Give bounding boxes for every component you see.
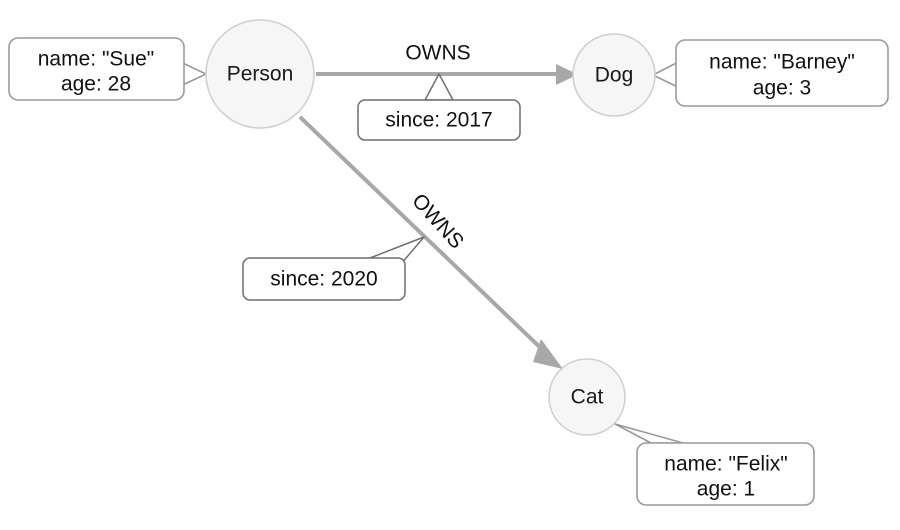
property-box-dog[interactable]: name: "Barney" age: 3 [652,39,889,107]
callout-text-2017: since: 2017 [385,109,492,132]
property-cat-age: age: 1 [697,478,755,501]
node-label-person: Person [227,63,294,86]
node-person[interactable]: Person [205,19,315,129]
callout-since-2020[interactable]: since: 2020 [242,236,425,301]
relationship-owns-dog[interactable]: OWNS [316,42,578,85]
node-label-cat: Cat [571,386,604,409]
callout-text-2020: since: 2020 [270,268,377,291]
callout-since-2017[interactable]: since: 2017 [357,73,521,141]
edge-line-person-cat [298,115,550,357]
node-circle-person [205,19,315,129]
property-box-person[interactable]: name: "Sue" age: 28 [8,37,207,101]
node-dog[interactable]: Dog [572,33,656,117]
node-cat[interactable]: Cat [548,358,626,436]
callout-box-2017 [357,99,521,141]
relationship-owns-cat[interactable]: OWNS [298,115,563,369]
arrowhead-person-dog [556,64,578,85]
node-circle-cat [548,358,626,436]
property-box-cat[interactable]: name: "Felix" age: 1 [614,423,815,506]
callout-box-2020 [242,257,406,301]
callout-tail-2017 [424,73,454,101]
property-dog-name: name: "Barney" [709,51,855,74]
node-circle-dog [572,33,656,117]
property-cat-name: name: "Felix" [664,453,787,476]
property-person-name: name: "Sue" [38,48,154,71]
property-dog-age: age: 3 [753,77,811,100]
property-rect-person [8,37,185,101]
property-person-age: age: 28 [61,73,131,96]
property-tail-cat [614,423,684,444]
arrowhead-person-cat [533,339,563,369]
node-label-dog: Dog [595,64,634,87]
property-rect-dog [675,39,889,107]
edge-label-owns-dog: OWNS [405,42,470,65]
property-rect-cat [636,442,815,506]
